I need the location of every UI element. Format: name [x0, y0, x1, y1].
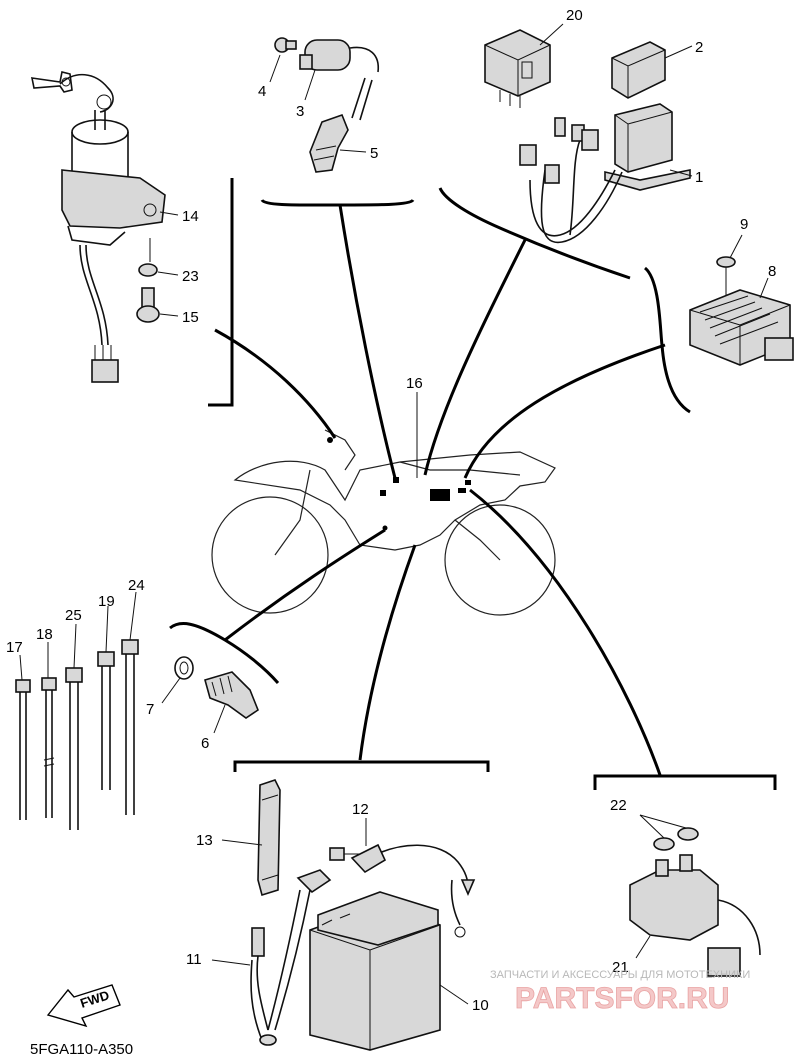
- watermark-brand: PARTSFOR.RU: [515, 982, 729, 1015]
- callout-6: 6: [201, 735, 209, 752]
- callout-9: 9: [740, 216, 748, 233]
- callout-13: 13: [196, 832, 213, 849]
- callout-16: 16: [406, 375, 423, 392]
- callout-17: 17: [6, 639, 23, 656]
- callout-8: 8: [768, 263, 776, 280]
- callout-2: 2: [695, 39, 703, 56]
- connector-cover-2: [611, 41, 666, 99]
- callout-20: 20: [566, 7, 583, 24]
- relay-20: [484, 29, 551, 108]
- spark-plug-cap-5: [309, 113, 349, 173]
- bolt-12: [329, 847, 360, 861]
- screw-4: [274, 37, 297, 53]
- screw-9: [716, 256, 736, 295]
- callout-24: 24: [128, 577, 145, 594]
- callout-25: 25: [65, 607, 82, 624]
- rectifier-regulator-8: [689, 289, 794, 366]
- callout-3: 3: [296, 103, 304, 120]
- callout-12: 12: [352, 801, 369, 818]
- callouts: 20 2 1 4 3 5 14 23 15 9 8 16 17: [6, 7, 776, 1014]
- cable-tie-19: [97, 651, 115, 790]
- main-switch-assembly: [30, 71, 166, 383]
- callout-19: 19: [98, 593, 115, 610]
- callout-4: 4: [258, 83, 266, 100]
- battery-10: [267, 843, 476, 1051]
- diagram-code: 5FGA110-A350: [30, 1041, 133, 1058]
- watermark: ЗАПЧАСТИ И АКСЕССУАРЫ ДЛЯ МОТОТЕХНИКИ PA…: [490, 969, 750, 1015]
- callout-18: 18: [36, 626, 53, 643]
- fuse-11: [250, 927, 277, 1046]
- callout-15: 15: [182, 309, 199, 326]
- callout-5: 5: [370, 145, 378, 162]
- group-brackets: [169, 178, 777, 790]
- starter-relay-21: [629, 854, 761, 977]
- callout-21: 21: [612, 959, 629, 976]
- callout-11: 11: [186, 951, 202, 968]
- cable-tie-24: [121, 639, 139, 815]
- callout-22: 22: [610, 797, 627, 814]
- cable-tie-18: [41, 677, 57, 818]
- motorcycle-outline: [211, 429, 556, 616]
- callout-10: 10: [472, 997, 489, 1014]
- bolt-15: [136, 287, 160, 323]
- cable-tie-17: [15, 679, 31, 820]
- nuts-22: [653, 827, 699, 851]
- neutral-switch-6: [204, 671, 259, 719]
- callout-14: 14: [182, 208, 199, 225]
- bolt-washer-23: [138, 238, 158, 277]
- callout-1: 1: [695, 169, 703, 186]
- callout-7: 7: [146, 701, 154, 718]
- leader-lines: [214, 204, 666, 776]
- cdi-unit-1: [519, 103, 691, 244]
- callout-23: 23: [182, 268, 199, 285]
- gasket-7: [174, 656, 194, 680]
- cable-tie-25: [65, 667, 83, 830]
- battery-band-13: [257, 779, 281, 897]
- forward-arrow-icon: FWD: [46, 984, 121, 1028]
- ignition-coil: [299, 39, 379, 121]
- watermark-tagline: ЗАПЧАСТИ И АКСЕССУАРЫ ДЛЯ МОТОТЕХНИКИ: [490, 969, 750, 981]
